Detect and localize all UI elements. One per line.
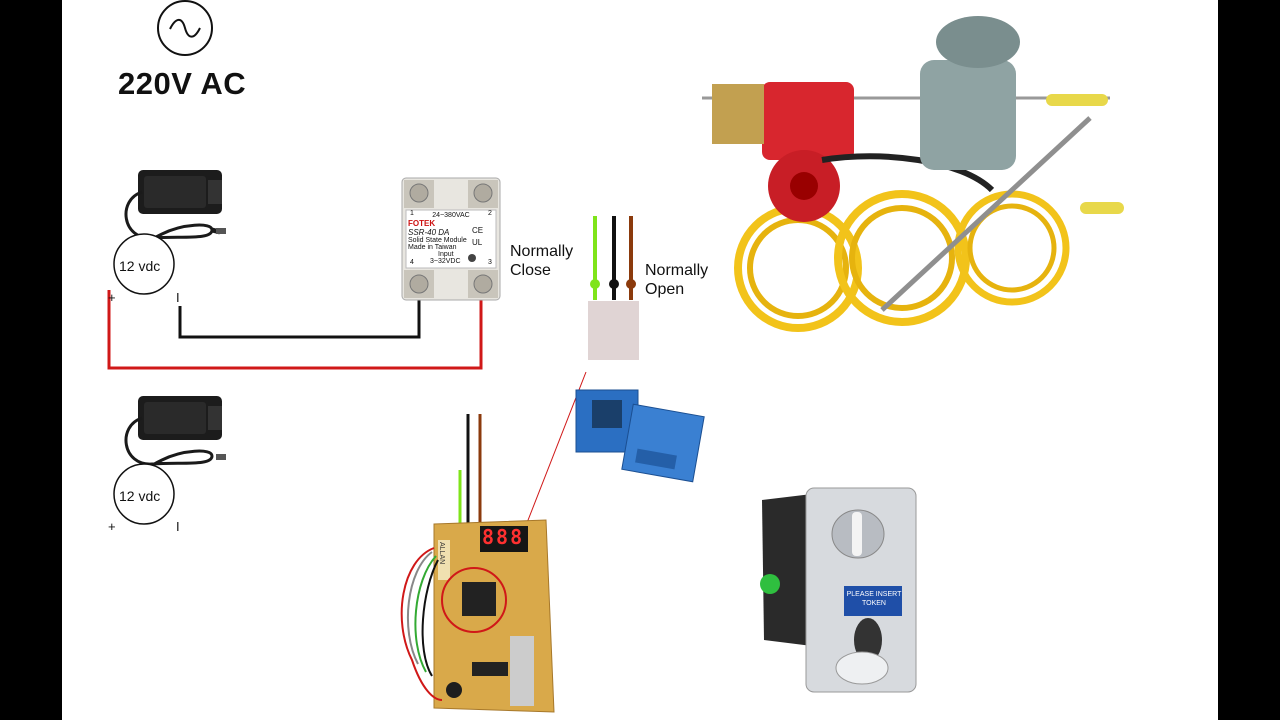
ssr-ul-mark: UL <box>472 238 483 247</box>
board-brand: ALLAN <box>438 542 445 565</box>
adapter-2-minus-label: I <box>176 519 180 534</box>
coin-acceptor <box>760 487 917 693</box>
controller-board <box>400 414 555 713</box>
coin-acceptor-label: PLEASE INSERT TOKEN <box>846 591 902 607</box>
diagram-canvas: 24~380VAC FOTEK SSR-40 DA Solid State Mo… <box>62 0 1218 720</box>
relay-block <box>588 301 639 360</box>
adapter-2-plus-label: + <box>108 519 116 534</box>
adapter-2-voltage-circle <box>113 463 175 525</box>
ssr-load-range: 24~380VAC <box>432 212 470 219</box>
ac-source-symbol <box>157 0 213 56</box>
ssr-ce-mark: CE <box>472 226 484 235</box>
solid-state-relay <box>401 177 501 301</box>
board-display: 888 <box>482 525 525 549</box>
positive-wire <box>107 287 483 370</box>
adapter-2-voltage-label: 12 vdc <box>119 488 161 504</box>
normally-open-label: Normally Open <box>645 262 709 298</box>
ssr-origin: Made in Taiwan <box>408 244 457 251</box>
chip-highlight-circle <box>441 567 507 633</box>
ssr-terminal-3: 3 <box>488 259 492 266</box>
pressure-washer <box>702 16 1124 332</box>
adapter-1-minus-label: I <box>176 290 180 305</box>
blue-relays <box>575 389 705 483</box>
ssr-label: 24~380VAC FOTEK SSR-40 DA Solid State Mo… <box>408 212 494 265</box>
ssr-terminal-1: 1 <box>410 210 414 217</box>
negative-wire <box>178 287 421 339</box>
adapter-1-voltage-label: 12 vdc <box>119 258 161 274</box>
power-adapter-1 <box>113 170 226 295</box>
ssr-input-label: Input <box>438 251 454 258</box>
adapter-1-plus-label: + <box>108 290 116 305</box>
ssr-input-range: 3~32VDC <box>430 258 461 265</box>
ssr-brand: FOTEK <box>408 219 436 228</box>
ssr-terminal-4: 4 <box>410 259 414 266</box>
ssr-model: SSR-40 DA <box>408 228 450 237</box>
normally-close-label: Normally Close <box>510 243 574 279</box>
relay-wires <box>588 216 639 360</box>
ssr-subtitle: Solid State Module <box>408 237 467 244</box>
wiring-diagram <box>107 0 1124 713</box>
power-adapter-2 <box>113 396 226 525</box>
supply-voltage-label: 220V AC <box>118 66 247 101</box>
adapter-1-voltage-circle <box>113 233 175 295</box>
ssr-terminal-2: 2 <box>488 210 492 217</box>
